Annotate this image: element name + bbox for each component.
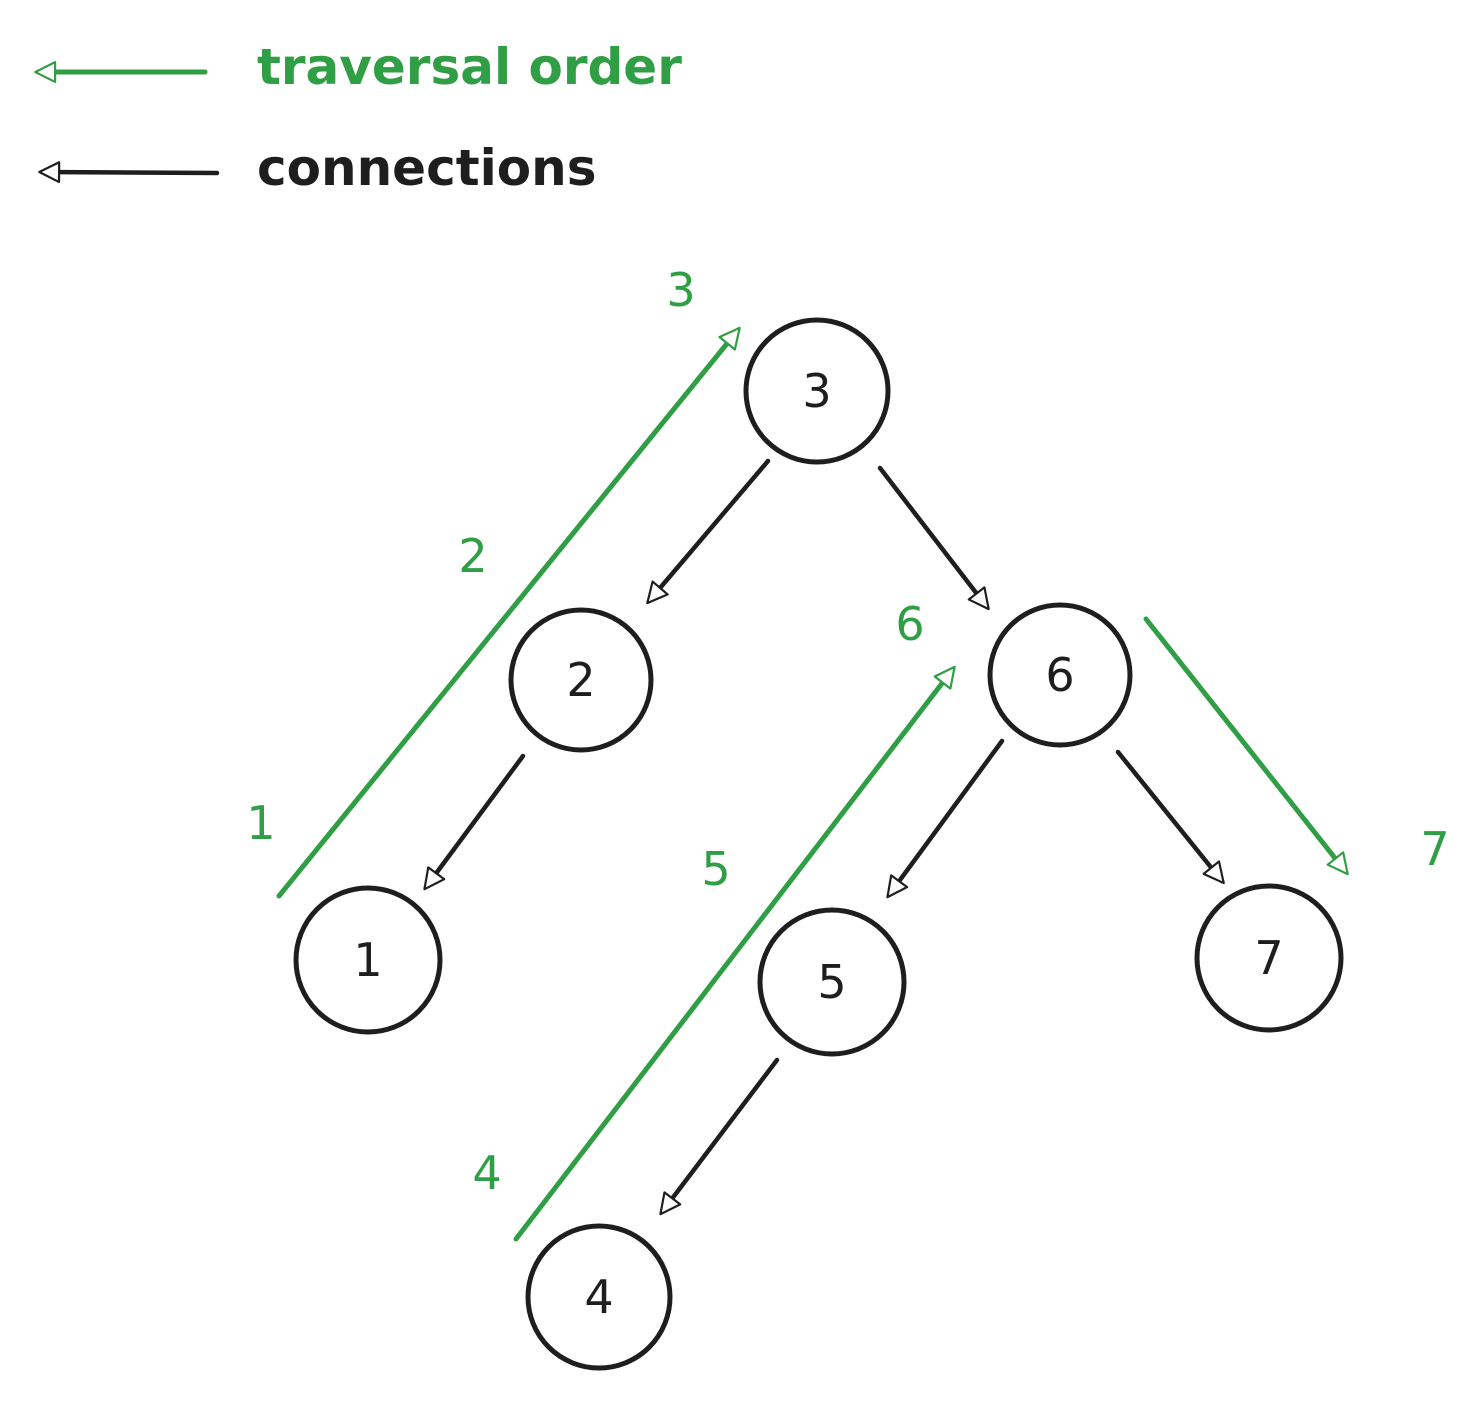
- node-label: 6: [1045, 648, 1074, 702]
- legend-traversal-label: traversal order: [257, 38, 682, 96]
- node-label: 5: [817, 955, 846, 1009]
- traversal-order-label: 6: [895, 597, 924, 651]
- tree-node: 5: [757, 907, 907, 1057]
- traversal-order-label: 5: [701, 842, 730, 896]
- connection-5-to-4: [659, 1057, 780, 1216]
- connection-6-to-5: [886, 738, 1005, 899]
- node-label: 7: [1254, 931, 1283, 985]
- traversal-order-label: 7: [1420, 822, 1449, 876]
- node-label: 3: [802, 364, 831, 418]
- traversal-order-label: 2: [458, 529, 487, 583]
- node-label: 1: [353, 933, 382, 987]
- connection-3-to-6: [877, 465, 990, 611]
- traversal-arrow-6-to-7: [1143, 616, 1349, 876]
- tree-node: 7: [1194, 883, 1344, 1033]
- tree-node: 6: [987, 602, 1133, 748]
- legend-connections-label: connections: [257, 139, 596, 197]
- node-label: 2: [566, 653, 595, 707]
- traversal-order-labels: 1 2 3 4 5 6 7: [246, 263, 1449, 1200]
- connections: [423, 458, 1225, 1216]
- legend: traversal order connections: [34, 38, 682, 197]
- traversal-order-label: 4: [472, 1146, 501, 1200]
- node-label: 4: [584, 1270, 613, 1324]
- connection-3-to-2: [646, 458, 771, 605]
- traversal-order-label: 1: [246, 796, 275, 850]
- tree-node: 1: [293, 885, 443, 1035]
- legend-connections-arrow: [38, 161, 220, 184]
- nodes: 3 2 6 1 5 7 4: [293, 317, 1344, 1371]
- tree-node: 3: [743, 317, 891, 465]
- tree-node: 4: [525, 1223, 673, 1371]
- connection-2-to-1: [423, 753, 526, 891]
- traversal-arrow-1-to-3: [276, 326, 741, 899]
- traversal-arrow-4-to-6: [513, 665, 956, 1242]
- connection-6-to-7: [1115, 749, 1225, 885]
- traversal-path: [276, 326, 1349, 1242]
- traversal-order-label: 3: [666, 263, 695, 317]
- tree-node: 2: [508, 607, 654, 753]
